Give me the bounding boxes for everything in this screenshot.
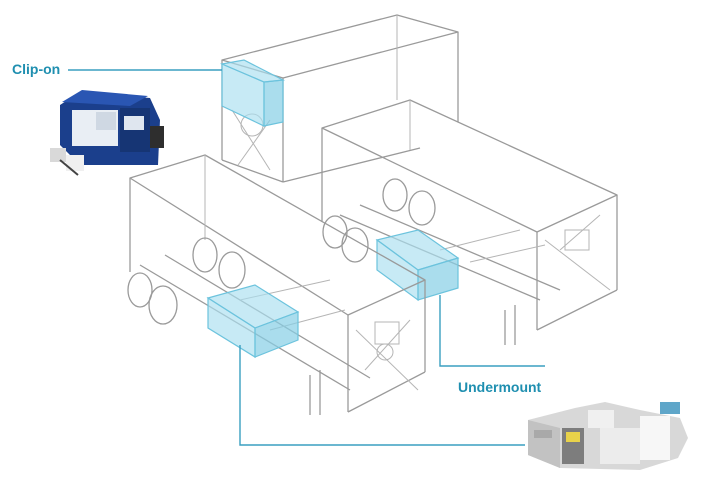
undermount-generator-photo <box>528 402 688 470</box>
leader-lines <box>68 69 545 446</box>
undermount-leader-right <box>439 295 545 367</box>
right-undermount-highlight <box>375 229 460 302</box>
left-undermount-highlight <box>206 284 300 359</box>
clip-on-label: Clip-on <box>12 61 61 77</box>
undermount-leader-left <box>239 345 525 446</box>
right-trailer <box>321 99 618 345</box>
undermount-label: Undermount <box>458 379 542 395</box>
clip-on-unit-highlight <box>219 59 286 127</box>
left-trailer <box>127 154 426 415</box>
clip-on-generator-photo <box>50 90 164 176</box>
